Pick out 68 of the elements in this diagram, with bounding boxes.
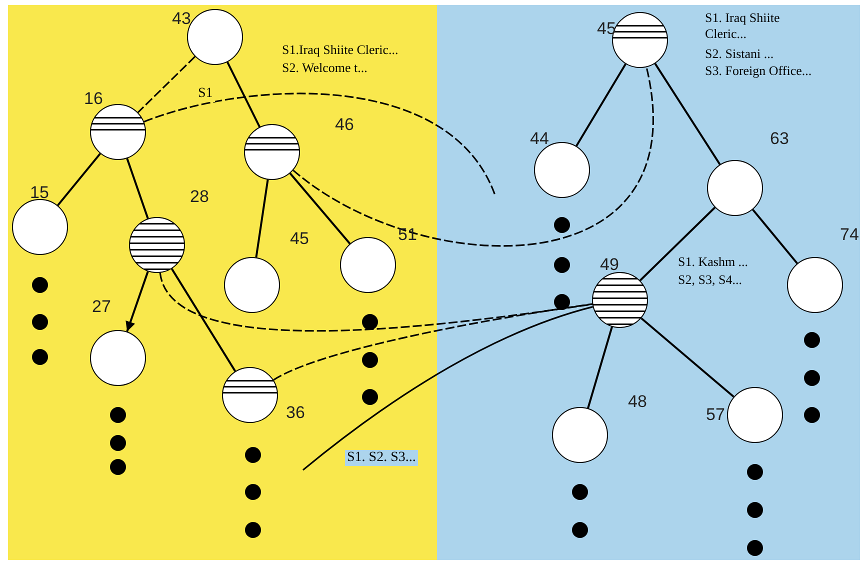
- continuation-dot: [554, 294, 570, 310]
- node-number: 49: [600, 256, 619, 274]
- tree-branch: [654, 63, 721, 165]
- background-panel: [8, 5, 437, 560]
- continuation-dot: [245, 447, 261, 463]
- continuation-dot: [747, 540, 763, 556]
- tree-branch: [126, 158, 149, 219]
- arrow: [126, 271, 149, 332]
- curved-connector: [273, 303, 592, 381]
- curved-connector: [292, 67, 654, 247]
- continuation-dot: [245, 522, 261, 538]
- node-number: 43: [172, 10, 191, 28]
- tree-branch: [137, 56, 196, 113]
- curved-connector: [302, 306, 594, 471]
- edge-label: S1. S2. S3...: [345, 450, 418, 466]
- continuation-dot: [804, 407, 820, 423]
- annotation-text: S2. Sistani ...: [705, 46, 775, 62]
- continuation-dot: [804, 332, 820, 348]
- tree-branch: [57, 152, 101, 206]
- continuation-dot: [804, 370, 820, 386]
- continuation-dot: [110, 435, 126, 451]
- tree-branch: [587, 326, 613, 408]
- annotation-text: S2. Welcome t...: [282, 60, 368, 76]
- node-number: 74: [840, 226, 859, 244]
- node-number: 45: [290, 230, 309, 248]
- annotation-text: S3. Foreign Office...: [705, 63, 813, 79]
- tree-branch: [289, 172, 351, 244]
- node-number: 57: [706, 406, 725, 424]
- continuation-dot: [572, 522, 588, 538]
- continuation-dot: [110, 407, 126, 423]
- curved-connector: [144, 92, 496, 196]
- tree-branch: [639, 206, 716, 282]
- background-panel: [437, 5, 860, 560]
- node-number: 51: [398, 226, 417, 244]
- node-number: 27: [92, 298, 111, 316]
- node-number: 15: [30, 184, 49, 202]
- annotation-text: S1. Iraq Shiite Cleric...: [705, 10, 781, 42]
- tree-branch: [576, 63, 626, 147]
- annotation-text: S2, S3, S4...: [678, 272, 743, 288]
- node-number: 46: [335, 116, 354, 134]
- node-number: 36: [286, 404, 305, 422]
- continuation-dot: [362, 352, 378, 368]
- continuation-dot: [554, 257, 570, 273]
- continuation-dot: [32, 277, 48, 293]
- tree-branch: [255, 180, 269, 258]
- annotation-text: S1.Iraq Shiite Cleric...: [282, 42, 400, 58]
- tree-branch: [640, 317, 734, 398]
- continuation-dot: [572, 484, 588, 500]
- node-number: 45: [597, 20, 616, 38]
- continuation-dot: [747, 502, 763, 518]
- annotation-text: S1. Kashm ...: [678, 254, 750, 270]
- node-number: 63: [770, 130, 789, 148]
- node-number: 48: [628, 393, 647, 411]
- continuation-dot: [362, 314, 378, 330]
- continuation-dot: [32, 314, 48, 330]
- continuation-dot: [32, 349, 48, 365]
- node-number: 44: [530, 130, 549, 148]
- continuation-dot: [554, 217, 570, 233]
- continuation-dot: [362, 389, 378, 405]
- node-number: 16: [84, 90, 103, 108]
- edge-label: S1: [196, 86, 215, 102]
- continuation-dot: [245, 484, 261, 500]
- tree-branch: [752, 208, 798, 264]
- tree-branch: [226, 62, 260, 128]
- continuation-dot: [747, 464, 763, 480]
- node-number: 28: [190, 188, 209, 206]
- continuation-dot: [110, 459, 126, 475]
- tree-branch: [170, 268, 236, 372]
